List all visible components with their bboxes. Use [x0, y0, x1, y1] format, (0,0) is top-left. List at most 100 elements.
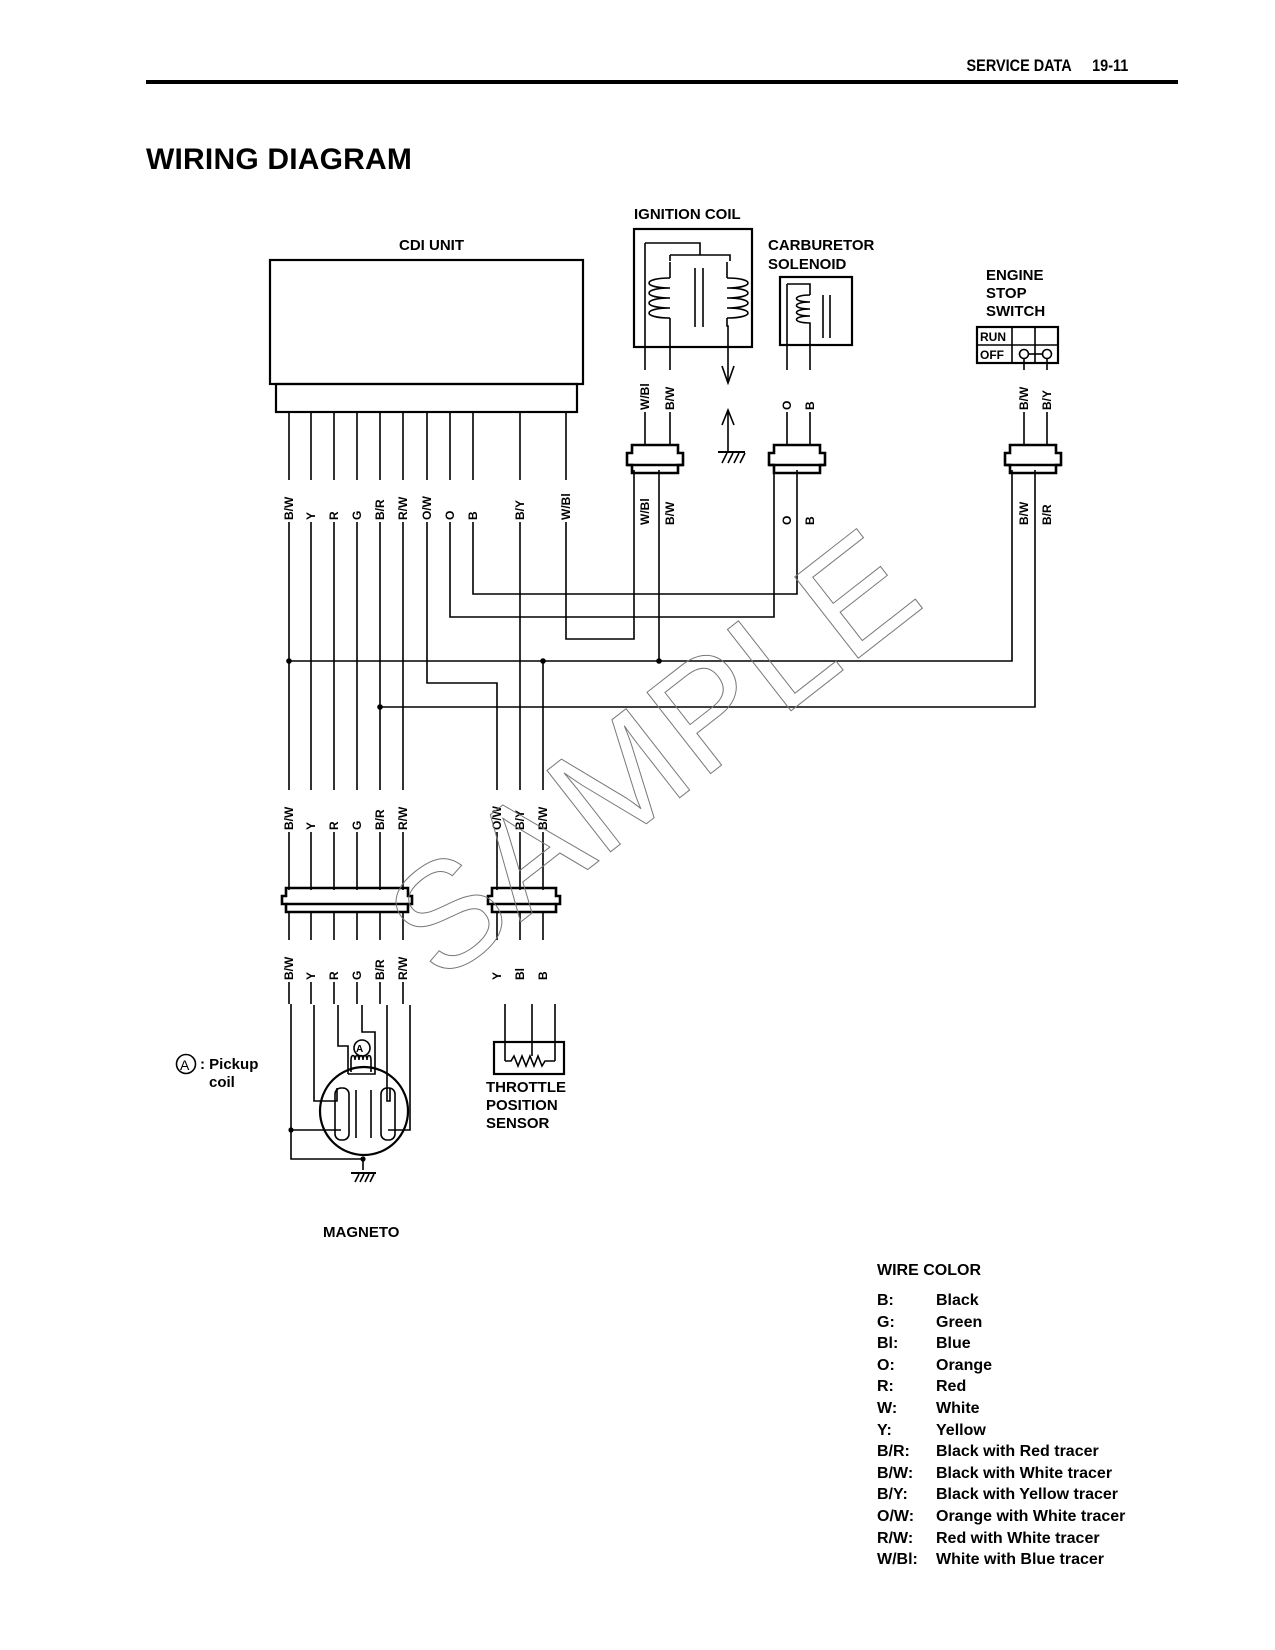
wire-label: B — [466, 511, 480, 520]
ignition-coil-connector — [625, 443, 685, 475]
wire-label-gap — [780, 485, 794, 527]
wire-label-gap — [1017, 370, 1031, 412]
wire-label-gap — [327, 480, 341, 522]
legend-row: R: Red — [877, 1376, 1125, 1398]
legend-row: R/W:Red with White tracer — [877, 1528, 1125, 1550]
legend-code: Y: — [877, 1421, 892, 1439]
legend-color-name: Black with Yellow tracer — [936, 1486, 1119, 1504]
legend-row: B/W: Black with White tracer — [877, 1463, 1125, 1485]
magneto-label: MAGNETO — [323, 1224, 400, 1241]
wire-label: B/Y — [1040, 390, 1054, 410]
wire-label-gap — [1040, 485, 1054, 527]
wire-label-gap — [466, 480, 480, 522]
cdi-unit-box — [268, 258, 585, 386]
wire-label-gap — [638, 485, 652, 527]
legend-code: R/W: — [877, 1529, 914, 1547]
wire-label: Y — [304, 822, 318, 830]
wire-label: W/Bl — [559, 493, 573, 520]
legend-row: B/R:Black with Red tracer — [877, 1441, 1125, 1463]
legend-color-name: Blue — [936, 1335, 971, 1353]
legend-color-name: White with Blue tracer — [936, 1551, 1105, 1569]
header-page-number: 19-11 — [1091, 56, 1128, 75]
legend-code: B: — [877, 1292, 894, 1309]
wire-label: R — [327, 971, 341, 980]
wire-label-gap — [304, 480, 318, 522]
legend-row: G:Green — [877, 1312, 1125, 1334]
legend-code: O: — [877, 1356, 895, 1374]
wire — [426, 412, 498, 890]
wire-label: B/R — [373, 499, 387, 520]
junction-dot — [286, 658, 292, 664]
wire-label: B — [803, 516, 817, 525]
wire-label-gap — [282, 790, 296, 832]
wire-label-gap — [1040, 370, 1054, 412]
page-title: WIRING DIAGRAM — [146, 143, 413, 176]
header-section: SERVICE DATA — [966, 56, 1072, 75]
wire-label: G — [350, 821, 364, 830]
wire-label: B/W — [282, 956, 296, 980]
wire-label: B/W — [663, 501, 677, 525]
header-text: SERVICE DATA 19-11 — [966, 56, 1128, 76]
wire-label: Y — [304, 972, 318, 980]
legend-row: Bl: Blue — [877, 1333, 1125, 1355]
legend-code: W: — [877, 1399, 898, 1417]
wire-label: W/Bl — [638, 383, 652, 410]
wire-label: B/W — [1017, 501, 1031, 525]
legend-color-name: Black with White tracer — [936, 1464, 1113, 1482]
wire-label: G — [350, 511, 364, 520]
wire — [380, 470, 1036, 708]
wire-label: B/W — [1017, 386, 1031, 410]
legend-row: O/W:Orange with White tracer — [877, 1506, 1125, 1528]
wire-label-gap — [1017, 485, 1031, 527]
throttle-position-sensor-symbol — [492, 1004, 566, 1076]
wire-label: R — [327, 511, 341, 520]
wire-label: O/W — [420, 495, 434, 520]
ignition-coil-label: IGNITION COIL — [634, 206, 741, 223]
legend-code: B/W: — [877, 1464, 914, 1482]
legend-color-name: Red — [936, 1378, 967, 1396]
wire-label: B/R — [1040, 504, 1054, 525]
carburetor-solenoid-label-2: SOLENOID — [768, 256, 847, 273]
wire — [449, 412, 775, 618]
wire-label: B/R — [373, 809, 387, 830]
pickup-coil-note-marker-circle — [175, 1053, 197, 1075]
throttle-sensor-connector — [486, 886, 562, 914]
wire-label-gap — [536, 790, 550, 832]
legend-title: WIRE COLOR — [877, 1262, 981, 1279]
wire-label-gap — [420, 480, 434, 522]
junction-dot — [540, 658, 546, 664]
wire-label-gap — [373, 940, 387, 982]
wire-label-gap — [513, 480, 527, 522]
header-rule — [146, 80, 1178, 84]
wire-label-gap — [663, 485, 677, 527]
legend-code: B/Y: — [877, 1486, 908, 1504]
wire — [496, 912, 544, 945]
legend-color-name: Orange with White tracer — [936, 1507, 1126, 1525]
legend-code: G: — [877, 1313, 895, 1331]
wire-label-gap — [536, 940, 550, 982]
engine-stop-switch-label-3: SWITCH — [986, 303, 1045, 320]
wire-label-gap — [327, 790, 341, 832]
wire-label-gap — [373, 480, 387, 522]
legend-code: R: — [877, 1378, 894, 1396]
magneto-symbol — [290, 1004, 411, 1183]
wire-label-gap — [373, 790, 387, 832]
cdi-unit-connector — [274, 382, 579, 414]
wire-label: R/W — [396, 496, 410, 520]
wire-label-gap — [396, 940, 410, 982]
legend-code: Bl: — [877, 1335, 899, 1353]
legend-row: W:White — [877, 1398, 1125, 1420]
legend-row: O:Orange — [877, 1355, 1125, 1377]
wire-label: G — [350, 971, 364, 980]
wire-label-gap — [513, 790, 527, 832]
wire-label-gap — [350, 940, 364, 982]
legend-color-name: Black with Red tracer — [936, 1443, 1099, 1461]
wire-label: B — [536, 971, 550, 980]
legend-code: W/Bl: — [877, 1551, 918, 1569]
wire-label-gap — [327, 940, 341, 982]
wire-label-gap — [638, 370, 652, 412]
wire-label: B/Y — [513, 500, 527, 520]
wire-label-gap — [304, 940, 318, 982]
